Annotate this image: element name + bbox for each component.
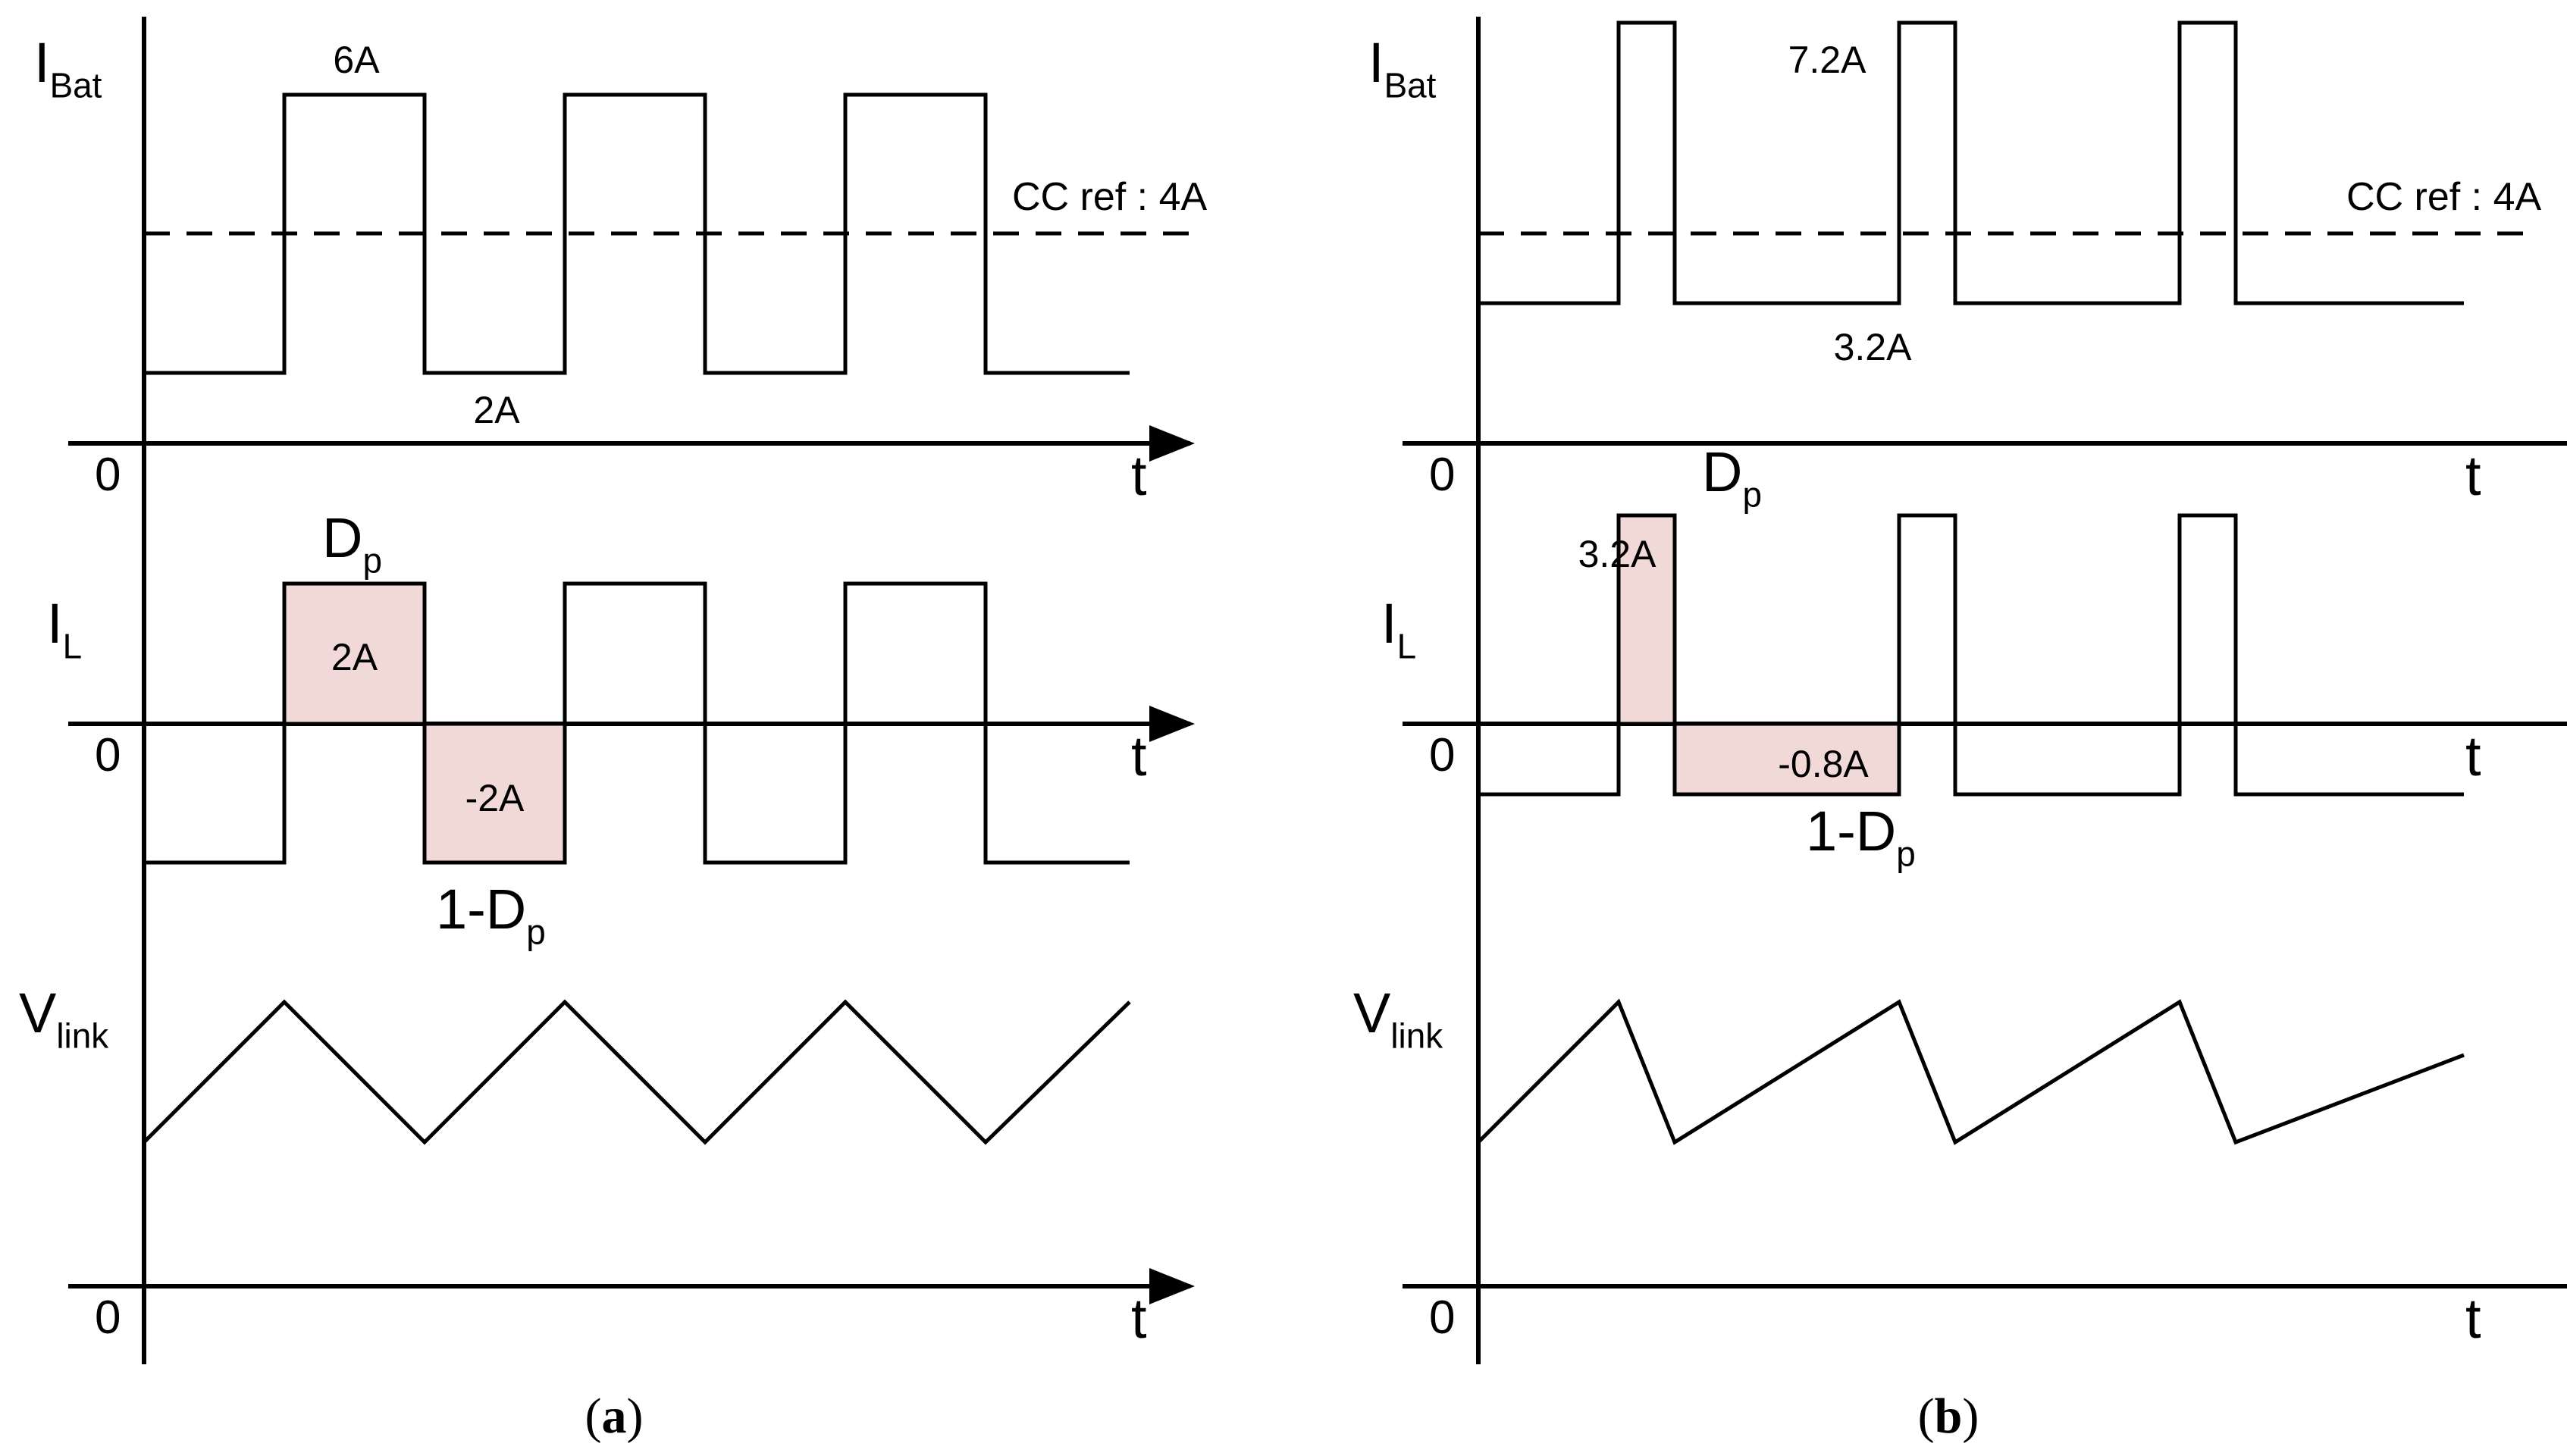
dp-label-sub: p	[1742, 475, 1762, 515]
vlink-axis-label-main: V	[19, 982, 57, 1044]
svg-text:1-Dp: 1-Dp	[1806, 800, 1916, 874]
il-axis-label: IL	[1381, 592, 1416, 666]
ibat-high-label: 7.2A	[1788, 39, 1867, 81]
vlink-axis-label-sub: link	[56, 1016, 108, 1056]
il-positive-label: 2A	[331, 636, 378, 678]
svg-text:IBat: IBat	[1368, 31, 1437, 105]
caption-letter: b	[1935, 1389, 1963, 1444]
svg-text:1-Dp: 1-Dp	[436, 878, 546, 952]
axis-t-label: t	[1131, 725, 1147, 787]
svg-text:Dp: Dp	[1702, 440, 1762, 515]
axis-t-label: t	[1131, 444, 1147, 507]
vlink-axis-label-main: V	[1353, 982, 1391, 1044]
caption-open-paren: (	[585, 1389, 602, 1444]
ibat-axis-label: IBat	[34, 31, 102, 105]
il-positive-area	[282, 581, 427, 726]
axis-t-label: t	[2465, 725, 2481, 787]
caption-letter: a	[602, 1389, 627, 1444]
svg-text:IBat: IBat	[34, 31, 102, 105]
axis-zero-label: 0	[95, 1292, 121, 1344]
ibat-axis-label-main: I	[1368, 31, 1384, 94]
dp-label-sub: p	[362, 541, 382, 581]
panel-caption: (a)	[585, 1389, 644, 1444]
panel-caption: (b)	[1918, 1389, 1979, 1444]
ibat-low-label: 3.2A	[1834, 326, 1913, 368]
vlink-waveform	[143, 999, 1131, 1145]
ibat-high-label: 6A	[333, 39, 380, 81]
vlink-axis-label: Vlink	[19, 982, 108, 1056]
il-waveform	[1478, 513, 2464, 797]
il-negative-label: -0.8A	[1778, 743, 1869, 785]
il-axis-label-sub: L	[63, 627, 83, 666]
caption-open-paren: (	[1918, 1389, 1935, 1444]
il-axis-label-main: I	[47, 592, 63, 655]
dp-label: Dp	[1702, 440, 1762, 515]
ibat-waveform	[144, 92, 1130, 375]
il-waveform	[144, 581, 1130, 865]
axis-t-label: t	[2465, 444, 2481, 507]
ibat-axis-label: IBat	[1368, 31, 1437, 105]
one-minus-dp-label: 1-Dp	[436, 878, 546, 952]
caption-close-paren: )	[627, 1389, 644, 1444]
dp-label: Dp	[322, 506, 382, 581]
one-minus-dp-label-main: 1-D	[1806, 800, 1896, 863]
one-minus-dp-label: 1-Dp	[1806, 800, 1916, 874]
one-minus-dp-label-sub: p	[1896, 834, 1916, 874]
dp-label-main: D	[322, 506, 362, 569]
caption-close-paren: )	[1962, 1389, 1979, 1444]
ibat-axis-label-main: I	[34, 31, 50, 94]
vlink-waveform	[1477, 998, 2465, 1145]
svg-text:Vlink: Vlink	[19, 982, 108, 1056]
ibat-low-label: 2A	[473, 389, 520, 431]
svg-text:Dp: Dp	[322, 506, 382, 581]
axis-zero-label: 0	[95, 449, 121, 501]
vlink-axis-label: Vlink	[1353, 982, 1443, 1056]
cc-ref-label: CC ref : 4A	[2346, 175, 2541, 219]
axis-t-label: t	[2465, 1287, 2481, 1350]
ibat-axis-label-sub: Bat	[1384, 66, 1437, 105]
il-axis-label-sub: L	[1397, 627, 1417, 666]
vlink-axis-label-sub: link	[1390, 1016, 1443, 1056]
il-axis-label: IL	[47, 592, 82, 666]
axis-zero-label: 0	[1429, 449, 1455, 501]
ibat-waveform	[1478, 20, 2464, 305]
svg-text:IL: IL	[47, 592, 82, 666]
dp-label-main: D	[1702, 440, 1742, 503]
svg-text:IL: IL	[1381, 592, 1416, 666]
one-minus-dp-label-sub: p	[526, 913, 546, 952]
cc-ref-label: CC ref : 4A	[1012, 175, 1207, 219]
svg-text:Vlink: Vlink	[1353, 982, 1443, 1056]
axis-t-label: t	[1131, 1287, 1147, 1350]
ibat-axis-label-sub: Bat	[50, 66, 102, 105]
axis-zero-label: 0	[1429, 1292, 1455, 1344]
axis-zero-label: 0	[95, 729, 121, 781]
one-minus-dp-label-main: 1-D	[436, 878, 526, 941]
il-axis-label-main: I	[1381, 592, 1397, 655]
il-negative-label: -2A	[465, 777, 525, 819]
axis-zero-label: 0	[1429, 729, 1455, 781]
il-positive-label: 3.2A	[1578, 533, 1657, 575]
